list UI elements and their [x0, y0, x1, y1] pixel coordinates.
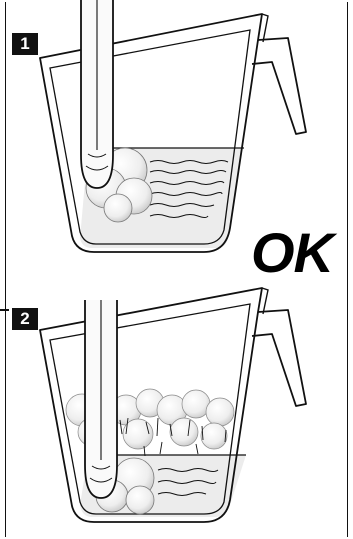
step-number-badge-2: 2 [12, 308, 38, 330]
steam-wand-icon [81, 0, 113, 188]
jug-1 [40, 14, 306, 252]
steam-wand-2 [85, 300, 117, 498]
jug-handle-1 [252, 38, 306, 134]
ok-label: OK [251, 223, 351, 283]
step-number-badge-1: 1 [12, 33, 38, 55]
jug-handle-2 [252, 310, 306, 406]
